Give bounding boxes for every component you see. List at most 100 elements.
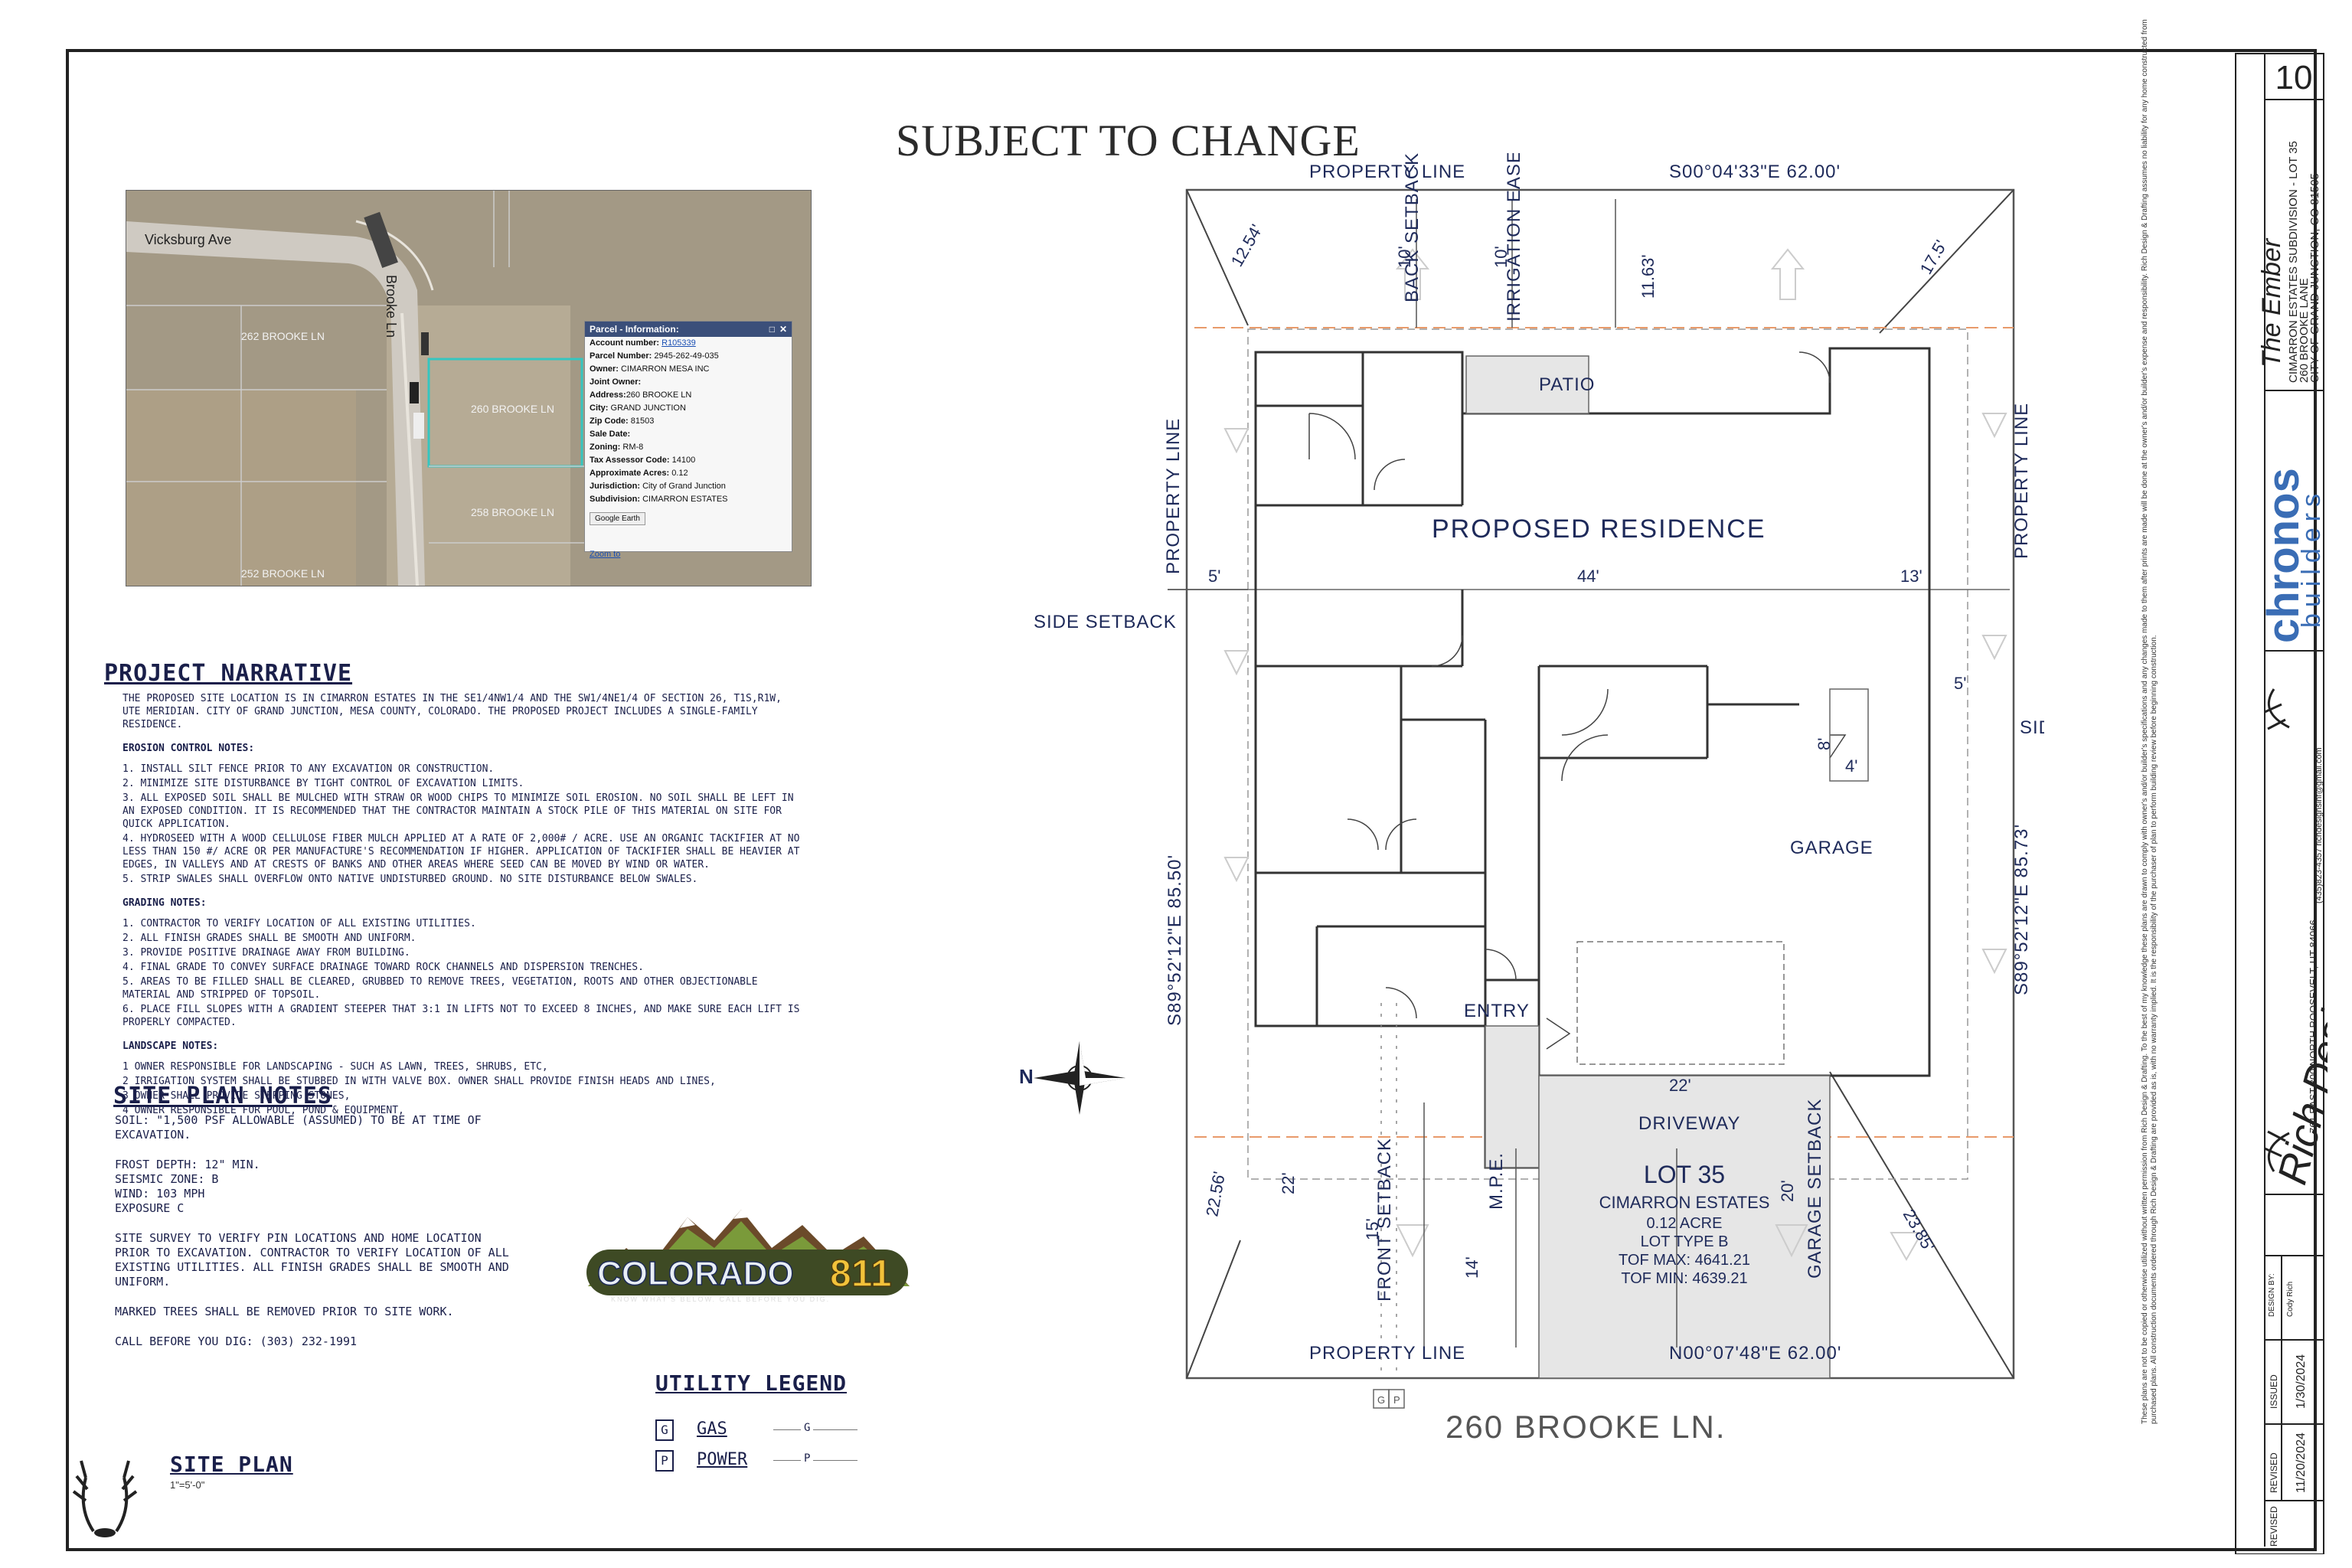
lot-label: 260 BROOKE LN [471, 403, 554, 415]
builder-logo-bottom: builders [2297, 488, 2326, 628]
revised-date: 11/20/2024 [2295, 1432, 2308, 1493]
site-plan-notes-body: SOIL: "1,500 PSF ALLOWABLE (ASSUMED) TO … [115, 1113, 513, 1349]
north-label: N [1019, 1065, 1034, 1088]
bearing-top: S00°04'33"E 62.00' [1669, 162, 1841, 182]
dimension-label: 12.54' [1227, 221, 1266, 270]
survey-note: SITE SURVEY TO VERIFY PIN LOCATIONS AND … [115, 1231, 509, 1289]
bearing-right: S89°52'12"E 85.73' [2011, 824, 2032, 995]
erosion-note: 2. MINIMIZE SITE DISTURBANCE BY TIGHT CO… [122, 778, 524, 789]
dimension-label: 22.56' [1202, 1170, 1229, 1218]
trees-note: MARKED TREES SHALL BE REMOVED PRIOR TO S… [115, 1305, 454, 1318]
site-address: 260 BROOKE LN. [1446, 1409, 1726, 1445]
grading-note: 5. AREAS TO BE FILLED SHALL BE CLEARED, … [122, 976, 758, 1001]
dimension-label: 13' [1900, 567, 1922, 586]
property-line-top-label: PROPERTY LINE [1309, 162, 1465, 182]
grading-note: 6. PLACE FILL SLOPES WITH A GRADIENT STE… [122, 1004, 800, 1028]
grading-title: GRADING NOTES: [122, 897, 207, 909]
gas-line-letter: G [801, 1421, 814, 1434]
tax-code-value: 14100 [671, 456, 696, 465]
entry-label: ENTRY [1464, 1001, 1530, 1021]
close-icon[interactable]: ✕ [779, 324, 787, 335]
garage-label: GARAGE [1790, 838, 1873, 858]
dimension-label: 17.5' [1916, 237, 1951, 277]
label: Address: [590, 390, 626, 400]
site-plan-scale: 1"=5'-0" [170, 1479, 205, 1491]
seismic-note: SEISMIC ZONE: B [115, 1172, 219, 1186]
colorado-811-number: 811 [830, 1252, 892, 1295]
irrigation-easement-label: IRRIGATION EASEMENT [1504, 153, 1524, 322]
title-block: 10 The Ember CIMARRON ESTATES SUBDIVISIO… [2235, 53, 2328, 1554]
elk-antler-icon [2264, 688, 2290, 1172]
driveway-label: DRIVEWAY [1638, 1113, 1740, 1134]
power-line-sample: P [773, 1452, 858, 1465]
label: Zoning: [590, 443, 621, 452]
dimension-label: 8' [1815, 738, 1834, 750]
site-plan-title: SITE PLAN [170, 1452, 293, 1477]
dimension-label: 22' [1669, 1076, 1691, 1095]
exposure-note: EXPOSURE C [115, 1201, 185, 1215]
label: Parcel Number: [590, 351, 652, 361]
gas-label: GAS [697, 1419, 727, 1439]
label: Account number: [590, 338, 660, 348]
erosion-note: 4. HYDROSEED WITH A WOOD CELLULOSE FIBER… [122, 833, 800, 871]
label: Sale Date: [590, 430, 631, 439]
site-plan-drawing: G P PROPERTY LINE S00°04'33"E 62.00' PRO… [1019, 153, 2044, 1409]
side-setback-right-label: SIDE SETBACK [2020, 717, 2044, 738]
street-label: Brooke Ln [384, 275, 399, 338]
disclaimer-text: These plans are not to be copied or othe… [2141, 19, 2158, 1424]
jurisdiction-value: City of Grand Junction [642, 482, 726, 491]
dimension-label: 4' [1845, 756, 1857, 776]
project-narrative-title: PROJECT NARRATIVE [104, 660, 353, 687]
project-line-2: 260 BROOKE LANE [2298, 278, 2311, 383]
erosion-title: EROSION CONTROL NOTES: [122, 743, 255, 754]
builder-logo-top: chronos [2259, 468, 2308, 643]
google-earth-button[interactable]: Google Earth [590, 512, 645, 525]
erosion-note: 1. INSTALL SILT FENCE PRIOR TO ANY EXCAV… [122, 763, 495, 775]
design-by-label: DESIGN BY: [2268, 1273, 2276, 1317]
power-symbol: P [655, 1450, 674, 1472]
sheet-number: 10 [2275, 59, 2313, 96]
dimension-label: 23.85' [1900, 1206, 1939, 1255]
bearing-left: S89°52'12"E 85.50' [1165, 854, 1185, 1026]
issued-date: 1/30/2024 [2295, 1354, 2308, 1409]
elk-antler-logo-icon [72, 1460, 138, 1537]
dimension-label: 44' [1577, 567, 1599, 586]
label: Zip Code: [590, 416, 629, 426]
project-narrative-body: THE PROPOSED SITE LOCATION IS IN CIMARRO… [122, 692, 804, 1119]
account-number-link[interactable]: R105339 [662, 338, 696, 348]
dimension-label: 10' [1395, 246, 1414, 268]
frost-note: FROST DEPTH: 12" MIN. [115, 1158, 260, 1171]
lot-label: 258 BROOKE LN [471, 506, 554, 518]
dimension-label: 5' [1954, 674, 1966, 693]
narrative-intro: THE PROPOSED SITE LOCATION IS IN CIMARRO… [122, 693, 782, 730]
gas-pin-letter: G [1377, 1394, 1385, 1406]
grading-note: 1. CONTRACTOR TO VERIFY LOCATION OF ALL … [122, 918, 476, 929]
maximize-icon[interactable]: □ [769, 324, 775, 335]
lot-label: 262 BROOKE LN [241, 330, 325, 342]
dimension-label: 10' [1491, 246, 1511, 268]
back-setback-label: BACK SETBACK [1402, 153, 1423, 302]
side-setback-left-label: SIDE SETBACK [1034, 612, 1177, 632]
power-label: POWER [697, 1450, 748, 1469]
label: Approximate Acres: [590, 469, 670, 478]
subject-to-change-heading: SUBJECT TO CHANGE [896, 116, 1361, 165]
label: Jurisdiction: [590, 482, 641, 491]
property-line-right-label: PROPERTY LINE [2011, 403, 2032, 559]
grading-note: 4. FINAL GRADE TO CONVEY SURFACE DRAINAG… [122, 962, 644, 973]
gas-symbol: G [655, 1419, 674, 1441]
aerial-map: Vicksburg Ave Brooke Ln 262 BROOKE LN 26… [126, 190, 812, 586]
front-setback-label: FRONT SETBACK [1374, 1138, 1395, 1302]
label: Owner: [590, 364, 619, 374]
drafter-contact: (435)823-4357 richdesignsinf@gmail.com [2314, 747, 2324, 903]
drafter-address: 761 EAST 300 NORTH ROOSEVELT, UT 84066 [2308, 920, 2319, 1133]
erosion-note: 5. STRIP SWALES SHALL OVERFLOW ONTO NATI… [122, 874, 698, 885]
soil-note: SOIL: "1,500 PSF ALLOWABLE (ASSUMED) TO … [115, 1113, 482, 1142]
revised-label: REVISED [2269, 1452, 2279, 1493]
garage-setback-label: GARAGE SETBACK [1805, 1099, 1825, 1279]
landscape-note: 2 IRRIGATION SYSTEM SHALL BE STUBBED IN … [122, 1076, 716, 1087]
project-line-1: CIMARRON ESTATES SUBDIVISION - LOT 35 [2287, 141, 2300, 383]
zoom-to-link[interactable]: Zoom to [590, 550, 621, 559]
erosion-note: 3. ALL EXPOSED SOIL SHALL BE MULCHED WIT… [122, 792, 794, 830]
dimension-label: 15' [1363, 1218, 1382, 1240]
grading-note: 3. PROVIDE POSITIVE DRAINAGE AWAY FROM B… [122, 947, 410, 959]
